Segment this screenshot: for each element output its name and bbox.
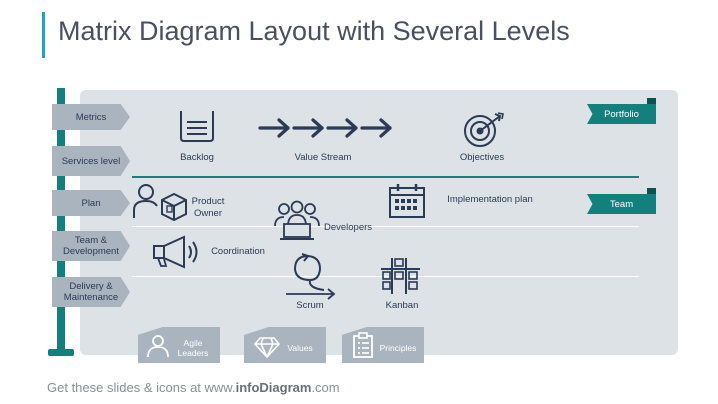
values-label: Values xyxy=(287,343,313,353)
level-tag-services: Services level xyxy=(52,146,130,176)
row-divider xyxy=(132,226,639,227)
title-accent-bar xyxy=(42,12,45,58)
level-tag-team-development: Team & Development xyxy=(52,231,130,261)
level-pole-base xyxy=(48,349,74,356)
level-tag-metrics: Metrics xyxy=(52,104,130,130)
level-tag-delivery-maintenance: Delivery & Maintenance xyxy=(52,277,130,307)
row-divider xyxy=(132,276,639,277)
clipboard-icon xyxy=(353,332,373,358)
bottom-tab-agile-leaders xyxy=(138,327,220,363)
ribbon-portfolio: Portfolio xyxy=(587,104,656,124)
principles-label: Principles xyxy=(379,343,417,353)
diamond-icon xyxy=(254,337,280,358)
footer-prefix: Get these slides & icons at www. xyxy=(47,380,236,395)
level-tag-plan: Plan xyxy=(52,190,130,216)
ribbon-fold xyxy=(647,98,656,104)
coordination-label: Coordination xyxy=(211,246,265,257)
bottom-tab-values xyxy=(244,327,326,363)
scrum-label: Scrum xyxy=(296,300,324,311)
scrum-cycle-icon xyxy=(286,253,336,300)
product-owner-icon xyxy=(133,184,187,222)
developers-label: Developers xyxy=(323,222,373,233)
value-stream-arrows-icon xyxy=(258,118,392,138)
matrix-panel xyxy=(80,90,678,355)
ribbon-team: Team xyxy=(587,194,656,214)
footer-credit: Get these slides & icons at www.infoDiag… xyxy=(47,380,340,395)
developers-icon xyxy=(274,200,320,240)
calendar-icon xyxy=(389,184,425,218)
value-stream-label: Value Stream xyxy=(294,152,352,163)
page-title: Matrix Diagram Layout with Several Level… xyxy=(58,16,570,46)
target-icon xyxy=(464,112,504,147)
agile-leaders-label: Agile Leaders xyxy=(177,338,209,358)
level-pole xyxy=(57,88,65,356)
megaphone-icon xyxy=(153,235,198,269)
leader-person-icon xyxy=(147,335,169,358)
kanban-label: Kanban xyxy=(385,300,419,311)
implementation-plan-label: Implementation plan xyxy=(447,194,533,205)
footer-suffix: .com xyxy=(311,380,340,395)
product-owner-label: Product Owner xyxy=(191,196,225,219)
kanban-icon xyxy=(381,258,420,294)
backlog-label: Backlog xyxy=(180,152,214,163)
footer-brand: infoDiagram xyxy=(235,380,312,395)
objectives-label: Objectives xyxy=(459,152,505,163)
backlog-icon xyxy=(180,111,214,142)
ribbon-fold xyxy=(647,188,656,194)
portfolio-team-divider xyxy=(132,176,639,178)
